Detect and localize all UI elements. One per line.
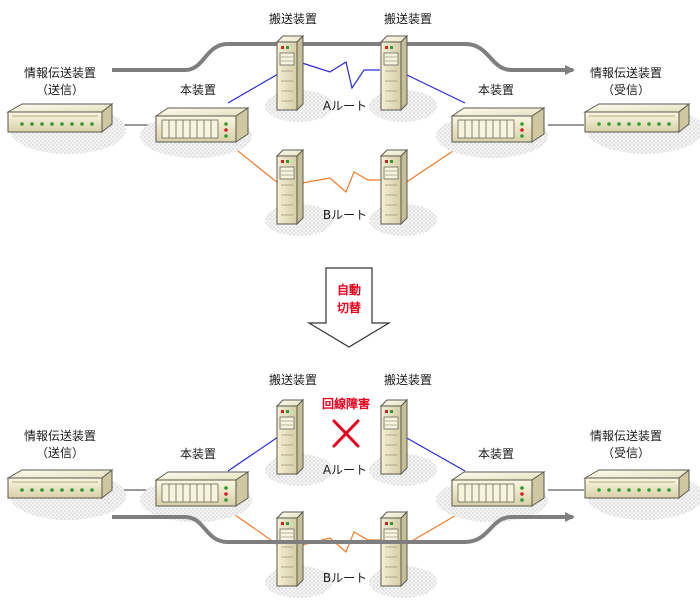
bottom-transport-right-label: 搬送装置	[384, 372, 432, 387]
bottom-sender-role: （送信）	[36, 445, 84, 460]
bottom-main-right-label: 本装置	[478, 447, 514, 461]
top-sender-role: （送信）	[36, 82, 84, 97]
bottom-receiver-terminal	[584, 469, 700, 521]
top-route-b-label: Bルート	[323, 208, 367, 222]
top-flow-arrow	[112, 42, 575, 75]
bottom-sender-name: 情報伝送装置	[24, 428, 96, 443]
top-route-a-line	[227, 61, 466, 104]
bottom-section: 回線障害 情報伝送装置 （送信） 情報伝送装置 （受信） 本装置 本装置 搬送装…	[7, 372, 700, 599]
bottom-route-a-label: Aルート	[323, 463, 367, 477]
top-main-unit-left	[139, 107, 253, 159]
bottom-route-b-line	[227, 509, 466, 554]
top-transport-b-right	[368, 149, 438, 237]
bottom-receiver-role: （受信）	[602, 446, 650, 460]
bottom-transport-b-right	[368, 511, 438, 599]
top-transport-b-left	[264, 149, 334, 237]
top-sender-terminal	[7, 103, 127, 155]
bottom-main-unit-right	[435, 471, 549, 523]
fault-label: 回線障害	[322, 396, 370, 411]
bottom-transport-b-left	[264, 511, 334, 599]
bottom-route-b-label: Bルート	[323, 571, 367, 585]
auto-switch-line1: 自動	[337, 282, 361, 297]
top-receiver-terminal	[584, 103, 700, 155]
bottom-main-unit-left	[139, 471, 253, 523]
bottom-receiver-name: 情報伝送装置	[590, 428, 662, 443]
top-route-a-label: Aルート	[323, 99, 367, 113]
top-main-unit-right	[435, 107, 549, 159]
top-main-left-label: 本装置	[180, 83, 216, 97]
bottom-main-left-label: 本装置	[180, 447, 216, 461]
top-section: 情報伝送装置 （送信） 情報伝送装置 （受信） 本装置 本装置 搬送装置 搬送装…	[7, 11, 700, 237]
top-transport-left-label: 搬送装置	[269, 11, 317, 26]
fault-x-icon	[332, 419, 360, 448]
bottom-sender-terminal	[7, 469, 127, 521]
auto-switch-arrow: 自動 切替	[306, 267, 392, 348]
top-transport-a-right	[368, 35, 438, 123]
top-sender-name: 情報伝送装置	[24, 65, 96, 80]
top-main-right-label: 本装置	[478, 83, 514, 97]
bottom-flow-arrow	[112, 512, 575, 544]
top-receiver-role: （受信）	[602, 83, 650, 97]
bottom-transport-left-label: 搬送装置	[269, 372, 317, 387]
bottom-route-a-line	[227, 436, 466, 472]
top-receiver-name: 情報伝送装置	[590, 65, 662, 80]
bottom-transport-a-right	[368, 399, 438, 487]
top-transport-right-label: 搬送装置	[384, 11, 432, 26]
auto-switch-line2: 切替	[337, 300, 362, 315]
top-route-b-line	[227, 142, 466, 194]
